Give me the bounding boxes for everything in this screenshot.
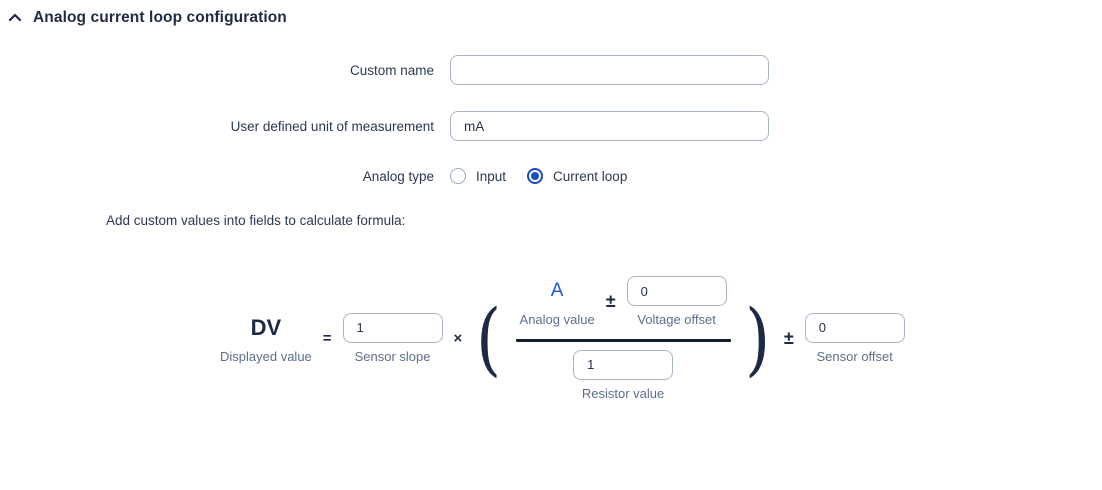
custom-name-input[interactable] <box>450 55 769 85</box>
sensor-offset-term: Sensor offset <box>804 312 905 365</box>
section-title: Analog current loop configuration <box>33 9 287 26</box>
resistor-value-input[interactable] <box>573 349 674 380</box>
formula: DV Displayed value = Sensor slope × ( A … <box>220 276 1102 402</box>
numerator-plus-minus-sign: ± <box>605 291 616 312</box>
unit-label: User defined unit of measurement <box>230 118 434 134</box>
sensor-offset-label: Sensor offset <box>816 348 893 364</box>
radio-label-input: Input <box>476 168 507 184</box>
fraction-line <box>515 338 731 342</box>
sensor-offset-input[interactable] <box>804 312 905 343</box>
unit-row: User defined unit of measurement <box>0 111 1102 141</box>
sensor-slope-input[interactable] <box>342 312 443 343</box>
unit-input[interactable] <box>450 111 769 141</box>
voltage-offset-term: Voltage offset <box>626 276 727 328</box>
section-header-analog-current-loop[interactable]: Analog current loop configuration <box>0 0 1102 27</box>
radio-icon-input[interactable] <box>450 168 466 184</box>
voltage-offset-input[interactable] <box>626 276 727 306</box>
radio-label-current-loop: Current loop <box>553 168 628 184</box>
analog-type-label: Analog type <box>362 168 434 184</box>
custom-name-label: Custom name <box>349 62 434 78</box>
analog-value-symbol: A <box>550 280 564 301</box>
formula-intro-text: Add custom values into fields to calcula… <box>106 213 406 228</box>
resistor-value-label: Resistor value <box>581 385 665 401</box>
voltage-offset-label: Voltage offset <box>637 312 716 327</box>
multiply-sign: × <box>453 330 463 348</box>
analog-type-row: Analog type Input Current loop <box>0 161 1102 191</box>
displayed-value-term: DV Displayed value <box>220 313 312 365</box>
radio-option-current-loop[interactable]: Current loop <box>527 168 627 184</box>
fraction: A Analog value ± Voltage offset Resistor… <box>515 276 731 402</box>
analog-value-term: A Analog value <box>520 276 595 328</box>
outer-plus-minus-sign: ± <box>783 328 794 349</box>
displayed-value-label: Displayed value <box>220 348 312 364</box>
sensor-slope-label: Sensor slope <box>354 348 431 364</box>
fraction-numerator: A Analog value ± Voltage offset <box>516 276 731 328</box>
analog-type-radio-group: Input Current loop <box>450 168 627 184</box>
analog-value-label: Analog value <box>519 312 595 327</box>
displayed-value-symbol: DV <box>250 314 282 340</box>
sensor-slope-term: Sensor slope <box>342 312 443 365</box>
close-paren: ) <box>744 291 770 385</box>
radio-icon-current-loop[interactable] <box>527 168 544 184</box>
custom-name-row: Custom name <box>0 55 1102 85</box>
equals-sign: = <box>322 330 332 348</box>
radio-option-input[interactable]: Input <box>450 168 506 184</box>
chevron-up-icon[interactable] <box>8 11 22 25</box>
open-paren: ( <box>476 291 502 385</box>
resistor-value-term: Resistor value <box>573 349 674 402</box>
